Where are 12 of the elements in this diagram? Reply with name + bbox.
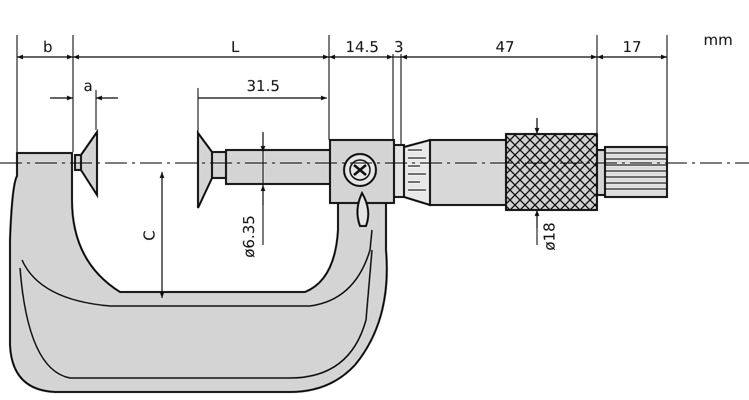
dimension-label: C (142, 230, 159, 240)
unit-label: mm (704, 32, 733, 48)
dimension-label: 47 (496, 38, 515, 56)
dimension-label: ø18 (542, 222, 559, 250)
dimension-label: 14.5 (346, 38, 379, 56)
dimension-label: a (84, 78, 93, 94)
dimension-label: ø6.35 (240, 214, 258, 258)
dimension-label: b (43, 38, 53, 56)
dimension-label: 17 (622, 38, 642, 56)
dimension-label: L (231, 38, 240, 56)
dimension-label: 3 (394, 38, 404, 56)
dimension-label: 31.5 (246, 78, 280, 94)
